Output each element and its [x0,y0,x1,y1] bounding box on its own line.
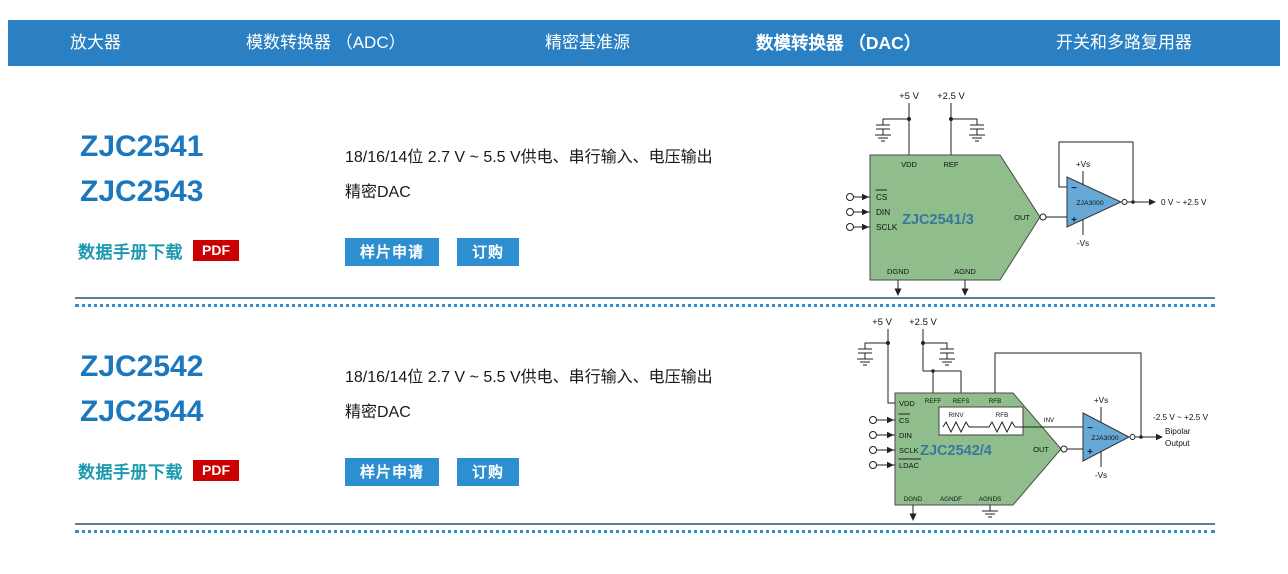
pdf-download-button[interactable]: PDF [193,460,239,481]
pin-label-reff: REFF [925,398,942,405]
feedback-and-output: -2.5 V ~ +2.5 V Bipolar Output [994,352,1209,448]
decoupling-capacitor-icon [951,118,985,142]
decoupling-capacitor-icon [875,118,909,142]
sample-request-button[interactable]: 样片申请 [345,458,440,486]
product-description: 18/16/14位 2.7 V ~ 5.5 V供电、串行输入、电压输出 精密DA… [345,360,713,430]
sample-request-button[interactable]: 样片申请 [345,238,440,266]
ground-pins: DGND AGNDF AGNDS [904,496,1001,521]
supply-2v5-label: +2.5 V [909,317,937,328]
vs-plus-label: +Vs [1076,160,1090,169]
datasheet-download-link[interactable]: 数据手册下载 [78,243,183,262]
supply-5v-label: +5 V [899,91,919,102]
decoupling-capacitor-icon [857,342,888,366]
action-buttons: 样片申请 订购 [345,458,520,486]
ground-pins: DGND AGND [887,267,976,296]
supply-rails: +5 V +2.5 V [899,91,966,155]
circuit-diagram-zjc2541: +5 V +2.5 V VDD REF [846,91,1207,296]
internal-resistor-network: RINV RFB INV [938,406,1083,436]
digital-input-pins: CS DIN SCLK LDAC [869,413,921,470]
nav-item-amplifiers[interactable]: 放大器 [70,33,121,52]
opamp: − + ZJA3000 +Vs -Vs [1082,396,1131,480]
description-line: 精密DAC [345,184,411,201]
output-note-label: Output [1165,439,1190,448]
section-divider-dots [75,304,1215,307]
pin-label-din: DIN [899,431,912,440]
output-range-label: -2.5 V ~ +2.5 V [1153,413,1209,422]
nav-item-dac[interactable]: 数模转换器 （DAC） [756,33,922,53]
pin-label-vdd: VDD [899,399,915,408]
pin-label-cs: CS [876,193,888,202]
output-range-label: 0 V ~ +2.5 V [1161,198,1207,207]
description-line: 18/16/14位 2.7 V ~ 5.5 V供电、串行输入、电压输出 [345,369,713,386]
supply-rails: +5 V +2.5 V [872,317,962,404]
output-note-label: Bipolar [1165,427,1191,436]
datasheet-row: 数据手册下载 PDF [78,238,239,263]
product-names: ZJC2542 ZJC2544 [80,344,203,434]
pin-label-vdd: VDD [901,160,917,169]
order-button[interactable]: 订购 [457,238,520,266]
out-pin: OUT [1033,445,1083,454]
product-name-link[interactable]: ZJC2541 [80,130,204,163]
pdf-download-button[interactable]: PDF [193,240,239,261]
pin-label-dgnd: DGND [887,267,910,276]
chip-name-label: ZJC2542/4 [920,443,992,459]
pin-label-out: OUT [1033,445,1049,454]
nav-item-voltage-reference[interactable]: 精密基准源 [545,33,630,52]
description-line: 精密DAC [345,404,411,421]
description-line: 18/16/14位 2.7 V ~ 5.5 V供电、串行输入、电压输出 [345,149,713,166]
pin-label-ref: REF [944,160,959,169]
product-name-link[interactable]: ZJC2543 [80,175,204,208]
pin-label-agndf: AGNDF [940,496,962,503]
pin-label-sclk: SCLK [899,446,919,455]
pin-label-inv: INV [1044,417,1055,424]
pin-label-refs: REFS [953,398,970,405]
opamp-plus-input: + [1087,447,1093,458]
opamp: − + ZJA3000 +Vs -Vs [1066,160,1123,248]
nav-item-adc[interactable]: 模数转换器 （ADC） [246,33,406,52]
pin-label-rfb: RFB [989,398,1002,405]
pin-label-din: DIN [876,208,890,217]
opamp-minus-input: − [1087,423,1093,434]
product-section-zjc2542: ZJC2542 ZJC2544 18/16/14位 2.7 V ~ 5.5 V供… [0,308,840,520]
product-description: 18/16/14位 2.7 V ~ 5.5 V供电、串行输入、电压输出 精密DA… [345,140,713,210]
section-divider-line [75,297,1215,299]
opamp-minus-input: − [1071,183,1077,194]
section-divider-line [75,523,1215,525]
vs-minus-label: -Vs [1077,239,1089,248]
opamp-plus-input: + [1071,215,1077,226]
datasheet-download-link[interactable]: 数据手册下载 [78,463,183,482]
decoupling-capacitor-icon [923,342,955,366]
action-buttons: 样片申请 订购 [345,238,520,266]
product-section-zjc2541: ZJC2541 ZJC2543 18/16/14位 2.7 V ~ 5.5 V供… [0,88,840,300]
pin-label-out: OUT [1014,213,1030,222]
out-pin: OUT [1014,213,1067,222]
order-button[interactable]: 订购 [457,458,520,486]
pin-label-dgnd: DGND [904,496,923,503]
resistor-label-rfb: RFB [996,412,1009,419]
top-nav-bar: 放大器 模数转换器 （ADC） 精密基准源 数模转换器 （DAC） 开关和多路复… [8,20,1280,66]
datasheet-row: 数据手册下载 PDF [78,458,239,483]
pin-label-agnd: AGND [954,267,976,276]
section-divider-dots [75,530,1215,533]
circuit-diagram-zjc2542: +5 V +2.5 V [857,317,1209,521]
product-name-link[interactable]: ZJC2542 [80,350,204,383]
pin-label-cs: CS [899,416,909,425]
feedback-and-output: 0 V ~ +2.5 V [1058,141,1207,207]
chip-name-label: ZJC2541/3 [902,212,974,228]
pin-label-agnds: AGNDS [979,496,1001,503]
opamp-name-label: ZJA3000 [1076,200,1103,207]
opamp-name-label: ZJA3000 [1091,435,1118,442]
nav-item-switches-mux[interactable]: 开关和多路复用器 [1056,33,1192,52]
digital-input-pins: CS DIN SCLK [846,189,898,232]
product-name-link[interactable]: ZJC2544 [80,395,204,428]
supply-2v5-label: +2.5 V [937,91,965,102]
vs-plus-label: +Vs [1094,396,1108,405]
supply-5v-label: +5 V [872,317,892,328]
dac-chip: VDD REF ZJC2541/3 [869,154,1041,281]
pin-label-ldac: LDAC [899,461,920,470]
vs-minus-label: -Vs [1095,471,1107,480]
product-names: ZJC2541 ZJC2543 [80,124,203,214]
resistor-label-rinv: RINV [948,412,964,419]
pin-label-sclk: SCLK [876,223,898,232]
